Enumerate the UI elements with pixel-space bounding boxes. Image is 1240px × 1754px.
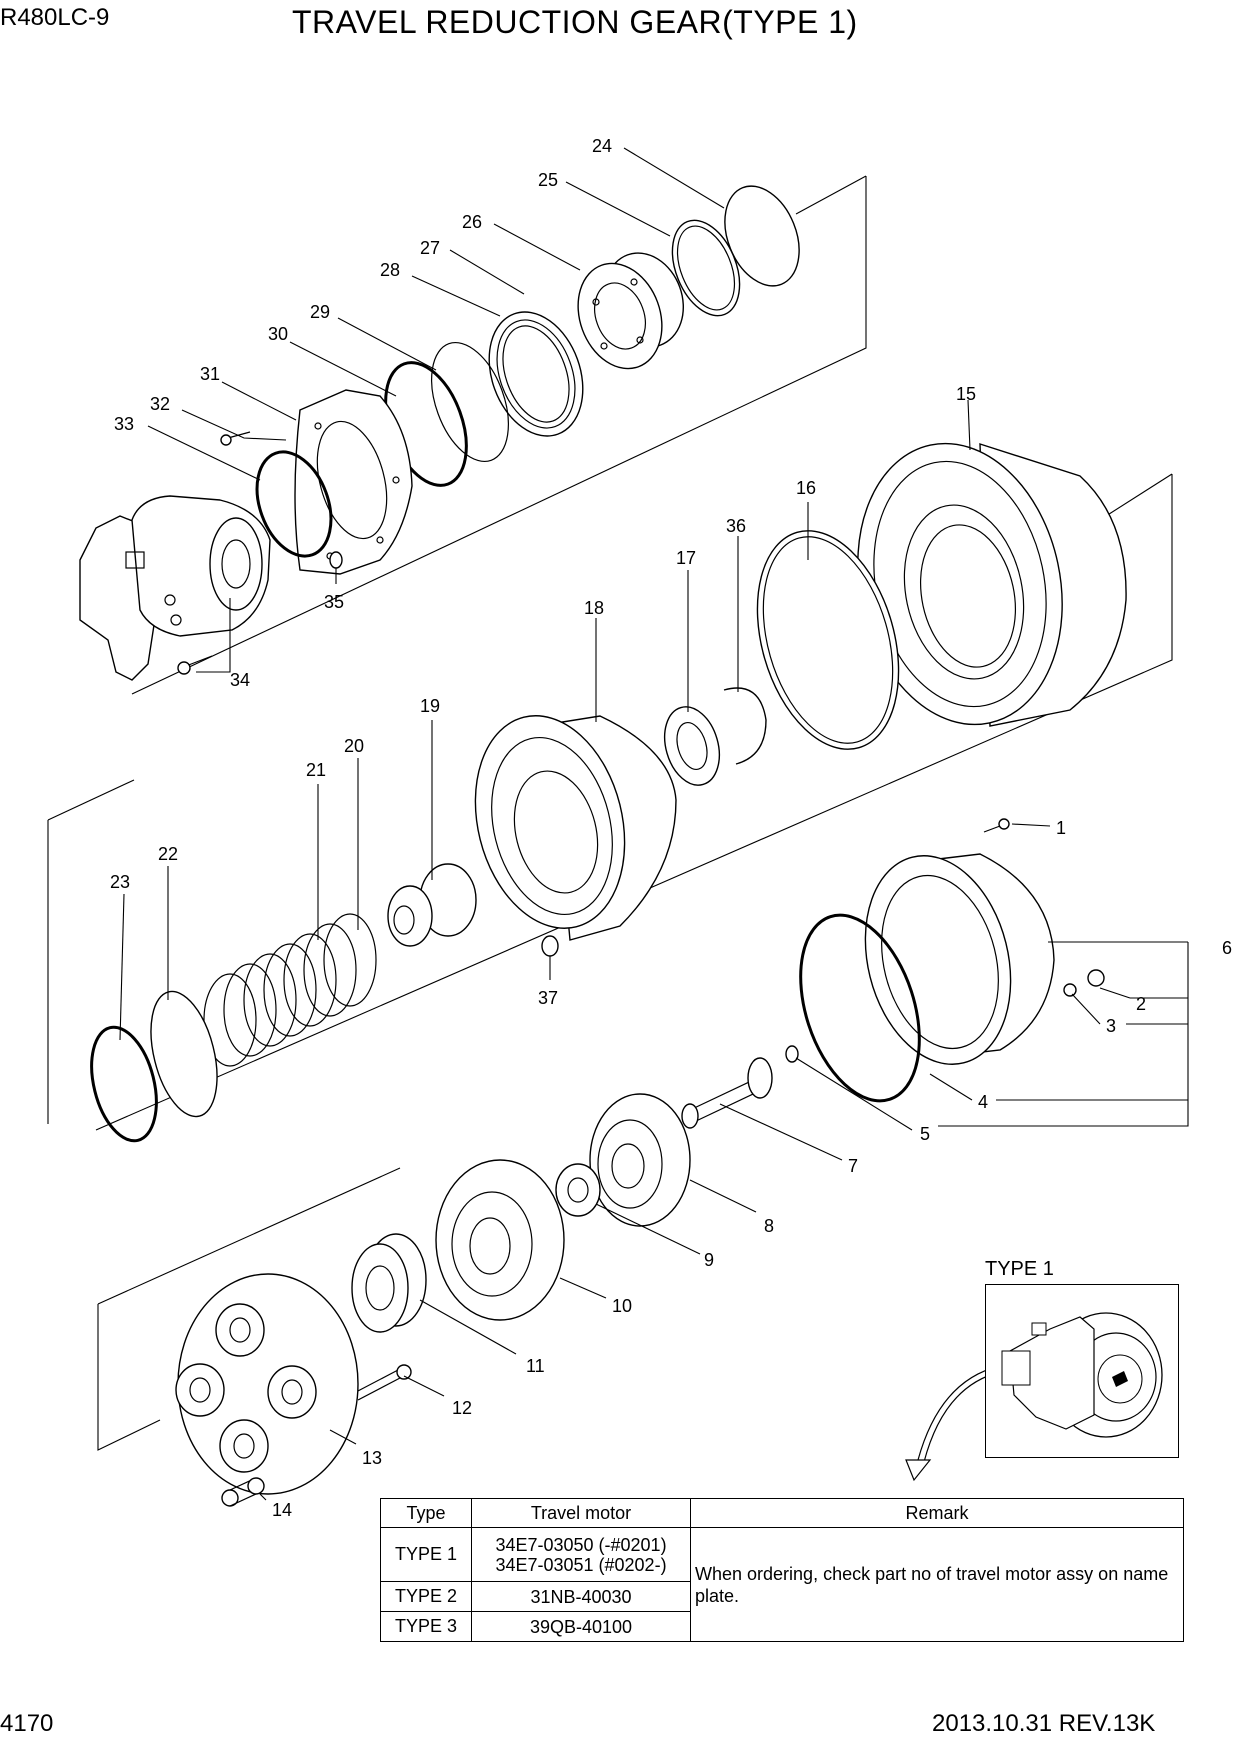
part-1-bolt (983, 818, 1010, 833)
callout-16: 16 (796, 478, 816, 498)
part-29-o-ring (431, 341, 509, 463)
callout-21: 21 (306, 760, 326, 780)
revision-info: 2013.10.31 REV.13K (932, 1710, 1156, 1737)
callout-5: 5 (920, 1124, 930, 1144)
travel-motor-table: Type Travel motor Remark TYPE 1 34E7-030… (380, 1498, 1184, 1642)
table-row: TYPE 1 34E7-03050 (-#0201) 34E7-03051 (#… (380, 1527, 1184, 1642)
part-35-o-ring (329, 551, 343, 569)
part-18-hub (474, 715, 677, 941)
part-23-o-ring (90, 1025, 158, 1143)
part-11-sun-gear (351, 1233, 427, 1333)
callout-7: 7 (848, 1156, 858, 1176)
cell-remark: When ordering, check part no of travel m… (690, 1527, 1184, 1642)
cell-travel-motor: 31NB-40030 (471, 1581, 691, 1612)
cell-travel-motor: 34E7-03050 (-#0201) 34E7-03051 (#0202-) (471, 1527, 691, 1582)
part-13-carrier (175, 1273, 359, 1495)
callout-35: 35 (324, 592, 344, 612)
header-type: Type (380, 1498, 472, 1528)
part-20-21-disc-stack (203, 913, 377, 1067)
callout-4: 4 (978, 1092, 988, 1112)
callout-25: 25 (538, 170, 558, 190)
part-4-o-ring (799, 913, 921, 1103)
callout-19: 19 (420, 696, 440, 716)
callout-37: 37 (538, 988, 558, 1008)
part-16-ring (756, 530, 900, 750)
callout-2: 2 (1136, 994, 1146, 1014)
callout-29: 29 (310, 302, 330, 322)
part-14-pin (221, 1477, 265, 1507)
part-7-shaft (681, 1057, 773, 1129)
motor-part-no: 34E7-03050 (-#0201) (495, 1534, 667, 1555)
cell-travel-motor: 39QB-40100 (471, 1611, 691, 1642)
part-15-housing (857, 442, 1127, 727)
part-28-floating-seal (488, 311, 584, 437)
part-12-bolt (355, 1364, 412, 1401)
callout-17: 17 (676, 548, 696, 568)
callout-28: 28 (380, 260, 400, 280)
part-9-gear (555, 1163, 601, 1217)
cell-type: TYPE 2 (380, 1581, 472, 1612)
part-26-hub (577, 252, 685, 370)
callout-1: 1 (1056, 818, 1066, 838)
assembly-boundary-lines (47, 175, 1173, 1451)
callout-11: 11 (526, 1356, 545, 1376)
header-travel-motor: Travel motor (471, 1498, 691, 1528)
callout-34: 34 (230, 670, 250, 690)
part-34-bolt (177, 655, 213, 675)
part-31-cover (294, 389, 413, 575)
callout-9: 9 (704, 1250, 714, 1270)
callout-13: 13 (362, 1448, 382, 1468)
callout-numbers: 24 25 26 27 28 29 30 31 32 33 35 34 15 1… (110, 136, 1232, 1520)
part-33-o-ring (255, 450, 333, 558)
page-number: 4170 (0, 1710, 54, 1737)
callout-18: 18 (584, 598, 604, 618)
part-22-ring (150, 990, 218, 1118)
part-10-gear-set (435, 1159, 565, 1321)
type1-assembly-illustration (1001, 1312, 1163, 1438)
callout-3: 3 (1106, 1016, 1116, 1036)
callout-20: 20 (344, 736, 364, 756)
part-3-seal-ring (1063, 983, 1077, 997)
motor-part-no: 34E7-03051 (#0202-) (495, 1554, 667, 1575)
callout-14: 14 (272, 1500, 292, 1520)
callout-32: 32 (150, 394, 170, 414)
part-17-thrust-washer (663, 706, 721, 786)
callout-24: 24 (592, 136, 612, 156)
callout-15: 15 (956, 384, 976, 404)
header-remark: Remark (690, 1498, 1184, 1528)
leader-lines (119, 147, 1189, 1501)
type1-inset (985, 1284, 1179, 1458)
part-5-ring (785, 1045, 799, 1063)
part-36-snap-ring (723, 687, 767, 765)
cell-type: TYPE 3 (380, 1611, 472, 1642)
inset-label: TYPE 1 (985, 1258, 1054, 1280)
part-32-bolt (220, 431, 251, 446)
callout-26: 26 (462, 212, 482, 232)
part-19-gear (387, 863, 477, 947)
callout-22: 22 (158, 844, 178, 864)
table-row: TYPE 3 39QB-40100 (380, 1611, 1184, 1642)
callout-31: 31 (200, 364, 220, 384)
model-name: R480LC-9 (0, 4, 110, 31)
part-6-cover (864, 853, 1055, 1065)
callout-33: 33 (114, 414, 134, 434)
part-25-ring (671, 219, 741, 317)
part-37-o-ring (541, 935, 559, 957)
page-title: TRAVEL REDUCTION GEAR(TYPE 1) (292, 4, 858, 40)
table-row: TYPE 2 31NB-40030 (380, 1581, 1184, 1612)
table-header-row: Type Travel motor Remark (380, 1498, 1184, 1528)
callout-6: 6 (1222, 938, 1232, 958)
travel-motor-part (79, 495, 271, 681)
callout-30: 30 (268, 324, 288, 344)
callout-27: 27 (420, 238, 440, 258)
cell-type: TYPE 1 (380, 1527, 472, 1582)
callout-10: 10 (612, 1296, 632, 1316)
callout-23: 23 (110, 872, 130, 892)
callout-12: 12 (452, 1398, 472, 1418)
part-2-plug (1087, 969, 1105, 987)
part-8-carrier (589, 1093, 691, 1227)
callout-36: 36 (726, 516, 746, 536)
callout-8: 8 (764, 1216, 774, 1236)
